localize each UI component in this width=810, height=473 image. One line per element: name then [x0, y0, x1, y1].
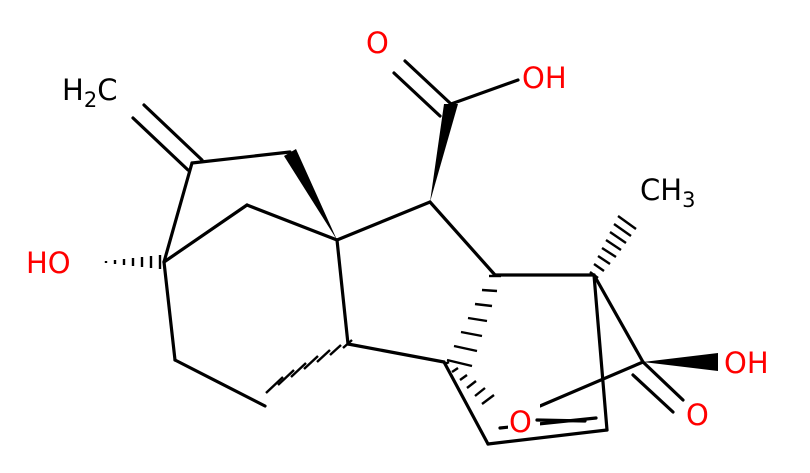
label-right-oh: OH — [724, 346, 769, 380]
skeletal-bonds — [131, 59, 685, 446]
wedge-bond-oh-right — [643, 353, 718, 371]
bond-alkene-ring-a — [442, 360, 490, 446]
wedge-bonds — [284, 104, 718, 371]
bond-bridge-b — [245, 203, 339, 242]
label-backgrounds — [508, 398, 540, 434]
bond-central-c — [428, 200, 497, 277]
bond-acid-coh — [449, 78, 520, 106]
bond-lactone-ring-o-inner — [535, 418, 587, 423]
label-ch2: H2C — [62, 73, 117, 112]
bond-central-d — [346, 342, 446, 364]
wedge-bond-acid — [430, 104, 458, 202]
bond-left-ring-b — [173, 358, 267, 408]
bond-alkene-ring-b — [486, 428, 609, 446]
atom-labels: H2C O OH CH3 HO OH O O — [26, 26, 769, 439]
bond-bridge-a — [162, 203, 249, 264]
hash-bonds — [104, 215, 637, 405]
bond-c-methylene-down — [162, 161, 194, 264]
hash-bond-center — [446, 274, 501, 368]
bond-left-ring-a — [162, 260, 177, 362]
label-lactone-ring-o: O — [509, 405, 532, 439]
bond-right-b — [592, 273, 609, 432]
hash-bond-left-oh — [104, 255, 162, 269]
bond-lactone-ring-o — [538, 360, 645, 408]
label-ch3: CH3 — [640, 173, 695, 212]
bond-central-a — [335, 238, 350, 346]
bond-c-methylene-top — [190, 150, 292, 165]
hash-bond-lower-left — [265, 339, 353, 394]
bond-right-a — [592, 273, 645, 364]
bond-methylene-1 — [142, 103, 204, 162]
bond-methylene-2 — [131, 116, 190, 172]
wedge-bond-quaternary — [284, 149, 337, 240]
label-acid-o: O — [366, 26, 389, 60]
label-lactone-carbonyl-o: O — [686, 398, 709, 432]
bond-acid-co-1 — [403, 59, 453, 106]
label-left-ho: HO — [26, 246, 71, 280]
bond-central-b — [335, 200, 432, 242]
hash-bond-lactone — [444, 360, 495, 405]
bond-lactone-co-1 — [641, 360, 685, 402]
bond-lactone-co-2 — [631, 373, 675, 414]
bond-acid-co-2 — [392, 71, 442, 118]
label-acid-oh: OH — [522, 61, 567, 95]
hash-bond-methyl — [589, 215, 637, 279]
